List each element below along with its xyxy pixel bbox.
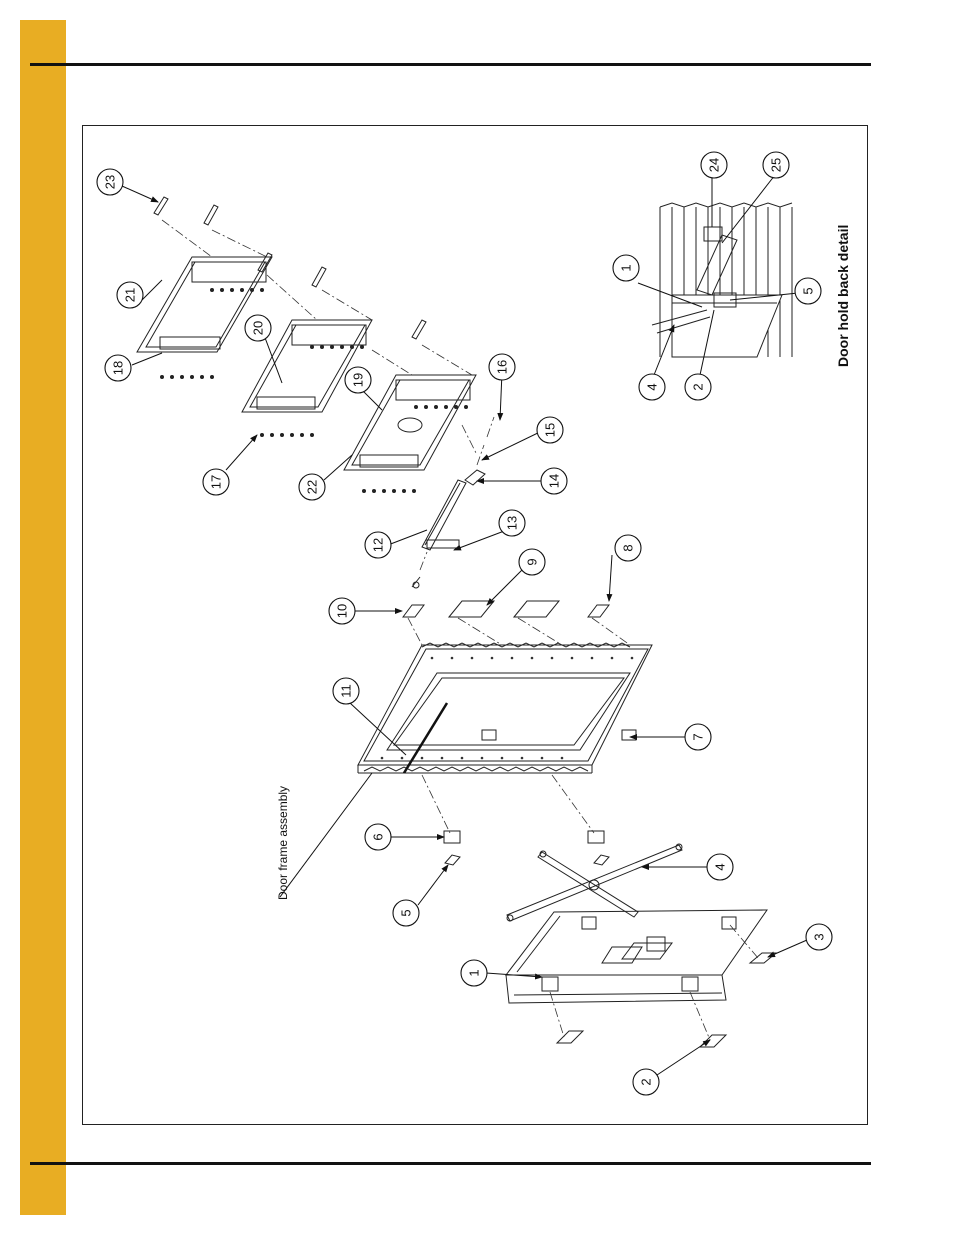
svg-text:2: 2 xyxy=(639,1078,654,1085)
svg-text:5: 5 xyxy=(399,909,414,916)
svg-text:7: 7 xyxy=(691,733,706,740)
svg-text:15: 15 xyxy=(543,423,558,437)
detail-callout-5: 5 xyxy=(794,277,822,305)
detail-callout-25: 25 xyxy=(762,151,790,179)
svg-text:12: 12 xyxy=(371,538,386,552)
callout-20: 20 xyxy=(244,314,272,342)
svg-text:18: 18 xyxy=(111,361,126,375)
svg-text:3: 3 xyxy=(812,933,827,940)
callout-21: 21 xyxy=(116,281,144,309)
handle-centerlines xyxy=(161,219,478,456)
panel-centerlines xyxy=(549,924,759,1041)
door-frame-assembly-label: Door frame assembly xyxy=(276,786,290,900)
svg-text:20: 20 xyxy=(251,321,266,335)
svg-text:8: 8 xyxy=(621,544,636,551)
detail-callout-2: 2 xyxy=(684,373,712,401)
callout-7: 7 xyxy=(684,723,712,751)
svg-text:25: 25 xyxy=(769,158,784,172)
callout-19: 19 xyxy=(344,366,372,394)
callout-12: 12 xyxy=(364,531,392,559)
svg-text:19: 19 xyxy=(351,373,366,387)
svg-text:16: 16 xyxy=(495,360,510,374)
svg-text:2: 2 xyxy=(691,383,706,390)
callout-3: 3 xyxy=(805,923,833,951)
svg-text:6: 6 xyxy=(371,833,386,840)
door-panel xyxy=(504,909,778,1048)
hold-back-detail-label: Door hold back detail xyxy=(835,225,851,367)
latch-centerlines xyxy=(419,416,495,571)
svg-text:11: 11 xyxy=(339,684,354,698)
callout-1: 1 xyxy=(460,959,488,987)
detail-callout-1: 1 xyxy=(612,254,640,282)
svg-text:4: 4 xyxy=(713,863,728,870)
handle-assembly-middle xyxy=(241,266,427,437)
side-color-tab xyxy=(20,20,66,1215)
callout-15: 15 xyxy=(536,416,564,444)
exploded-door-diagram: 23 21 18 17 20 19 22 16 15 14 12 13 9 8 … xyxy=(96,151,851,1096)
svg-text:13: 13 xyxy=(505,516,520,530)
handle-assembly-upper xyxy=(136,196,273,379)
callout-16: 16 xyxy=(488,353,516,381)
svg-text:17: 17 xyxy=(209,475,224,489)
hold-back-detail-drawing xyxy=(651,202,793,358)
callout-10: 10 xyxy=(328,597,356,625)
detail-callout-24: 24 xyxy=(700,151,728,179)
callout-8: 8 xyxy=(614,534,642,562)
callout-5: 5 xyxy=(392,899,420,927)
hold-back-bar xyxy=(506,843,683,922)
callout-18: 18 xyxy=(104,354,132,382)
svg-text:24: 24 xyxy=(707,158,722,172)
svg-text:10: 10 xyxy=(335,604,350,618)
svg-text:23: 23 xyxy=(103,175,118,189)
svg-text:9: 9 xyxy=(525,558,540,565)
hinge-hardware xyxy=(443,830,610,866)
callout-6: 6 xyxy=(364,823,392,851)
footer-rule xyxy=(30,1162,871,1165)
leader-lines xyxy=(121,174,808,1076)
svg-text:14: 14 xyxy=(547,474,562,488)
svg-text:1: 1 xyxy=(619,264,634,271)
svg-text:4: 4 xyxy=(645,383,660,390)
callout-13: 13 xyxy=(498,509,526,537)
detail-callout-4: 4 xyxy=(638,373,666,401)
latch-bar xyxy=(411,469,486,589)
callout-2: 2 xyxy=(632,1068,660,1096)
handle-assembly-lower xyxy=(343,374,477,493)
header-rule xyxy=(30,63,871,66)
door-frame xyxy=(357,642,653,774)
callout-9: 9 xyxy=(518,548,546,576)
svg-text:5: 5 xyxy=(801,287,816,294)
bracket-row xyxy=(402,600,610,618)
svg-text:1: 1 xyxy=(467,969,482,976)
callout-22: 22 xyxy=(298,473,326,501)
frame-centerlines xyxy=(407,617,631,834)
callout-11: 11 xyxy=(332,677,360,705)
callout-17: 17 xyxy=(202,468,230,496)
callout-23: 23 xyxy=(96,168,124,196)
callout-4: 4 xyxy=(706,853,734,881)
svg-text:22: 22 xyxy=(305,480,320,494)
svg-text:21: 21 xyxy=(123,288,138,302)
diagram-frame xyxy=(82,125,868,1125)
callout-14: 14 xyxy=(540,467,568,495)
